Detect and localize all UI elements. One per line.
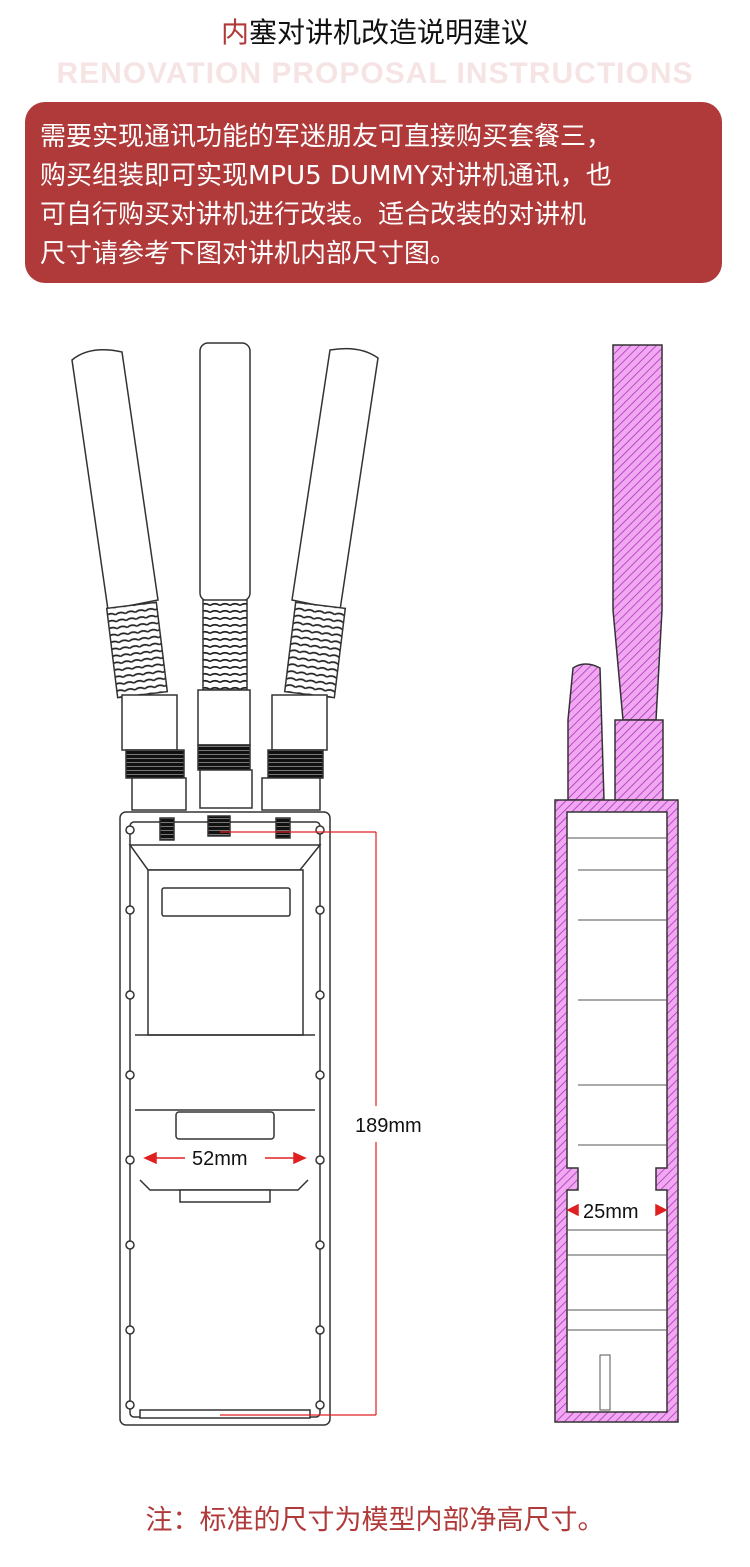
antenna-center: [197, 342, 253, 809]
depth-dimension: [566, 1203, 668, 1217]
width-dimension: [143, 1151, 307, 1165]
notice-box: 需要实现通讯功能的军迷朋友可直接购买套餐三， 购买组装即可实现MPU5 DUMM…: [25, 102, 722, 283]
watermark-text: RENOVATION PROPOSAL INSTRUCTIONS: [56, 57, 694, 90]
antenna-section: [612, 344, 663, 721]
footer-note: 注：标准的尺寸为模型内部净高尺寸。: [145, 1505, 605, 1536]
title-rest: 塞对讲机改造说明建议: [249, 16, 530, 49]
title-highlight: 内: [220, 16, 249, 49]
side-section-view: [554, 344, 679, 1423]
antenna-left: [71, 349, 187, 811]
notice-line: 需要实现通讯功能的军迷朋友可直接购买套餐三，: [40, 122, 613, 152]
page-title: 内塞对讲机改造说明建议: [0, 16, 750, 50]
notice-line: 尺寸请参考下图对讲机内部尺寸图。: [40, 239, 457, 269]
height-label: 189mm: [355, 1115, 422, 1137]
notice-line: 购买组装即可实现MPU5 DUMMY对讲机通讯，也: [40, 161, 612, 191]
notice-line: 可自行购买对讲机进行改装。适合改装的对讲机: [40, 200, 587, 230]
height-dimension: [220, 831, 377, 1416]
width-label: 52mm: [192, 1148, 248, 1170]
radio-dimension-drawing: 189mm 52mm 25mm: [71, 342, 679, 1426]
depth-label: 25mm: [583, 1201, 639, 1223]
front-view: [71, 342, 379, 1426]
antenna-right: [261, 347, 379, 811]
